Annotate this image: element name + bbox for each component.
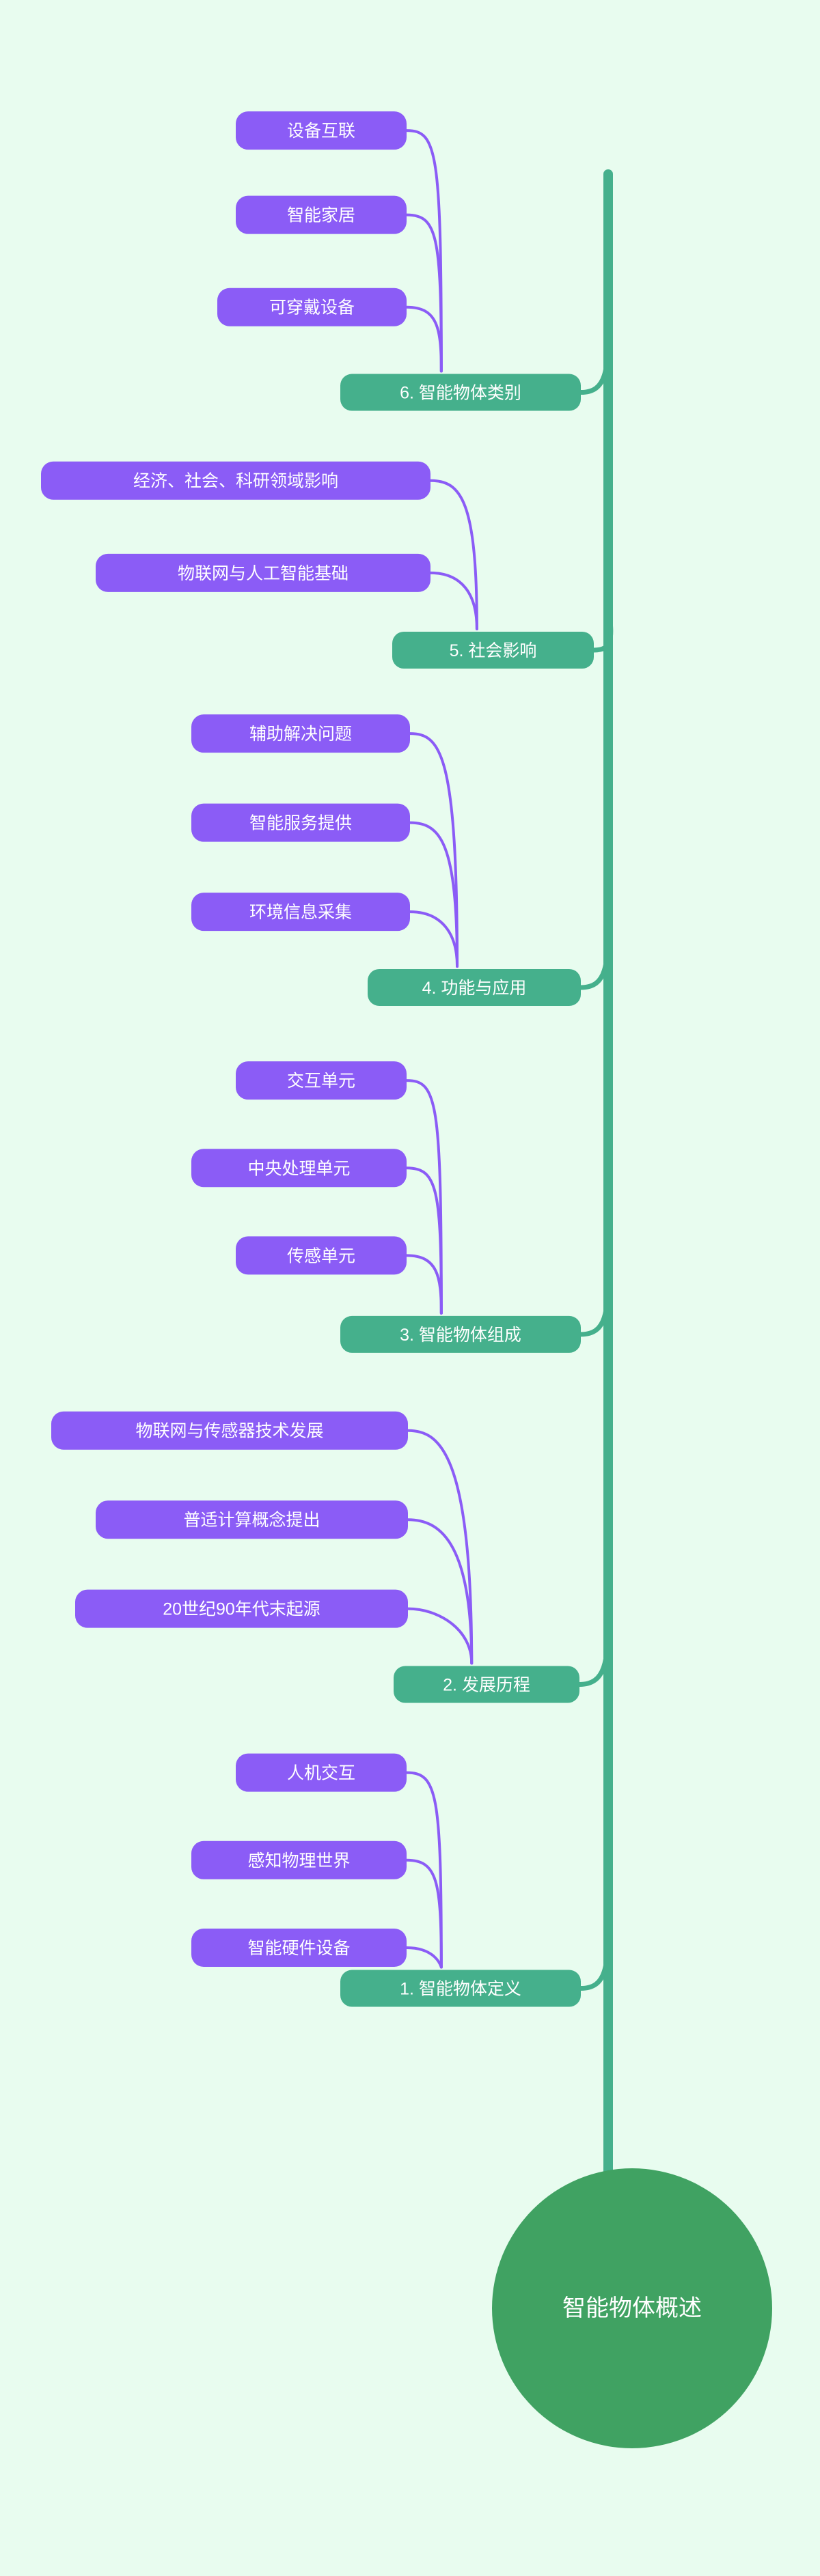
leaf-node-shape[interactable]: [41, 461, 430, 500]
leaf-node-label: 传感单元: [287, 1246, 355, 1265]
leaf-node-shape[interactable]: [217, 288, 407, 326]
leaf-node-shape[interactable]: [191, 1928, 407, 1967]
connector-branch-to-spine: [578, 1920, 611, 1991]
leaf-node-label: 经济、社会、科研领域影响: [133, 472, 338, 491]
leaf-node[interactable]: 智能家居: [236, 195, 407, 234]
leaf-node[interactable]: 设备互联: [236, 111, 407, 150]
leaf-node[interactable]: 20世纪90年代末起源: [75, 1589, 408, 1628]
connector-leaf-to-branch: [405, 1254, 443, 1315]
connector-branch-to-spine: [578, 919, 611, 990]
connector-branch-to-spine: [578, 1266, 611, 1337]
leaf-node[interactable]: 智能硬件设备: [191, 1928, 407, 1967]
branch-node-shape[interactable]: [368, 968, 581, 1006]
leaf-node[interactable]: 人机交互: [236, 1753, 407, 1792]
leaf-node-label: 物联网与传感器技术发展: [135, 1422, 323, 1441]
leaf-node-shape[interactable]: [236, 1753, 407, 1792]
leaf-node-label: 交互单元: [287, 1072, 355, 1091]
leaf-node-label: 感知物理世界: [247, 1851, 350, 1871]
connector-leaf-to-branch: [407, 1607, 474, 1665]
leaf-node-shape[interactable]: [96, 553, 430, 592]
connector-leaf-to-branch: [409, 732, 459, 968]
leaf-node[interactable]: 智能服务提供: [191, 803, 410, 842]
connector-branch-to-spine: [578, 324, 611, 395]
connector-leaf-to-branch: [405, 1166, 443, 1315]
leaf-node-shape[interactable]: [236, 1236, 407, 1275]
connector-leaf-to-branch: [407, 1518, 474, 1665]
root-node-shape[interactable]: [492, 2168, 772, 2448]
branch-node-label: 5. 社会影响: [450, 641, 537, 660]
leaf-node-label: 20世纪90年代末起源: [163, 1600, 320, 1619]
leaf-node-label: 智能家居: [287, 206, 355, 225]
leaf-node[interactable]: 辅助解决问题: [191, 714, 410, 753]
connector-leaf-to-branch: [429, 571, 478, 631]
connector-leaf-to-branch: [405, 1858, 443, 1969]
connector-leaf-to-branch: [409, 910, 459, 968]
branch-node-label: 1. 智能物体定义: [400, 1980, 521, 1999]
leaf-node[interactable]: 中央处理单元: [191, 1149, 407, 1188]
branch-node-shape[interactable]: [340, 1970, 581, 2007]
leaf-node-shape[interactable]: [191, 803, 410, 842]
branch-node-shape[interactable]: [340, 1315, 581, 1353]
leaf-node-shape[interactable]: [236, 195, 407, 234]
leaf-node[interactable]: 经济、社会、科研领域影响: [41, 461, 430, 500]
connector-leaf-to-branch: [429, 479, 478, 631]
branch-node[interactable]: 2. 发展历程: [394, 1666, 579, 1703]
leaf-node-shape[interactable]: [191, 1149, 407, 1188]
branch-node-label: 6. 智能物体类别: [400, 384, 521, 403]
leaf-node-shape[interactable]: [75, 1589, 408, 1628]
branch-node[interactable]: 6. 智能物体类别: [340, 374, 581, 411]
branch-node-shape[interactable]: [340, 374, 581, 411]
leaf-node-label: 人机交互: [287, 1764, 355, 1783]
root-node[interactable]: 智能物体概述: [492, 2168, 772, 2448]
connector-leaf-to-branch: [405, 1771, 443, 1969]
branch-node[interactable]: 5. 社会影响: [392, 632, 594, 669]
connector-branch-to-spine: [591, 582, 614, 653]
leaf-node[interactable]: 物联网与传感器技术发展: [51, 1411, 408, 1450]
leaf-node-label: 可穿戴设备: [269, 298, 355, 318]
leaf-node-label: 设备互联: [287, 122, 355, 141]
branch-node-label: 3. 智能物体组成: [400, 1326, 521, 1345]
root-node-label: 智能物体概述: [562, 2295, 702, 2321]
branch-node[interactable]: 4. 功能与应用: [368, 968, 581, 1006]
leaf-node[interactable]: 环境信息采集: [191, 893, 410, 932]
leaf-node[interactable]: 普适计算概念提出: [96, 1500, 408, 1539]
leaf-node[interactable]: 交互单元: [236, 1061, 407, 1100]
leaf-node[interactable]: 物联网与人工智能基础: [96, 553, 430, 592]
connector-leaf-to-branch: [405, 305, 443, 373]
leaf-node-label: 普适计算概念提出: [183, 1511, 320, 1530]
connector-leaf-to-branch: [405, 213, 443, 373]
branch-node-label: 2. 发展历程: [443, 1676, 530, 1695]
leaf-node-shape[interactable]: [191, 714, 410, 753]
connector-layer: [405, 129, 614, 2176]
leaf-node-shape[interactable]: [96, 1500, 408, 1539]
leaf-node[interactable]: 可穿戴设备: [217, 288, 407, 326]
branch-node[interactable]: 3. 智能物体组成: [340, 1315, 581, 1353]
leaf-node-label: 物联网与人工智能基础: [178, 564, 348, 583]
leaf-node-label: 智能服务提供: [249, 814, 352, 833]
leaf-node[interactable]: 传感单元: [236, 1236, 407, 1275]
leaf-node-shape[interactable]: [236, 111, 407, 150]
branch-node-shape[interactable]: [394, 1666, 579, 1703]
branch-node[interactable]: 1. 智能物体定义: [340, 1970, 581, 2007]
leaf-node-shape[interactable]: [191, 893, 410, 932]
leaf-node-shape[interactable]: [236, 1061, 407, 1100]
leaf-node[interactable]: 感知物理世界: [191, 1840, 407, 1879]
node-layer: 设备互联智能家居可穿戴设备经济、社会、科研领域影响物联网与人工智能基础辅助解决问…: [41, 111, 772, 2448]
branch-node-label: 4. 功能与应用: [422, 979, 527, 998]
branch-node-shape[interactable]: [392, 632, 594, 669]
leaf-node-label: 辅助解决问题: [249, 725, 352, 744]
leaf-node-label: 智能硬件设备: [247, 1939, 350, 1958]
connector-leaf-to-branch: [407, 1429, 474, 1665]
connector-branch-to-spine: [577, 1616, 611, 1688]
leaf-node-shape[interactable]: [51, 1411, 408, 1450]
leaf-node-label: 环境信息采集: [249, 903, 352, 922]
connector-leaf-to-branch: [405, 1946, 443, 1969]
connector-leaf-to-branch: [409, 821, 459, 968]
leaf-node-label: 中央处理单元: [247, 1159, 350, 1178]
leaf-node-shape[interactable]: [191, 1840, 407, 1879]
